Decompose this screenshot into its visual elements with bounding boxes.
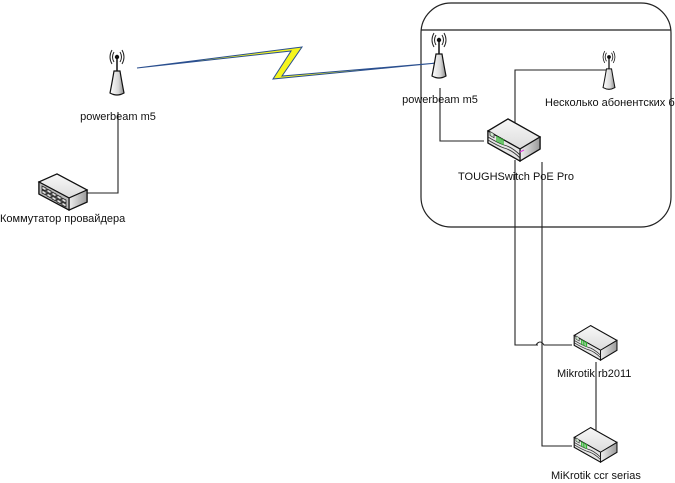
router-icon [573, 427, 618, 463]
link-antenna-toughswitch [439, 88, 484, 142]
node-label: Mikrotik rb2011 [557, 368, 631, 380]
antenna-icon [109, 49, 125, 96]
wireless-link [136, 46, 438, 80]
node-mikrotik-ccr[interactable]: MiKrotik ccr serias [551, 427, 641, 482]
node-label: Несколько абонентских бс [545, 97, 675, 109]
switch-icon [38, 173, 88, 211]
node-mikrotik-rb2011[interactable]: Mikrotik rb2011 [557, 325, 631, 380]
router-icon [573, 325, 618, 361]
link-rb2011-hop [515, 341, 572, 346]
accent-port [519, 149, 525, 153]
lightning-bolt [136, 46, 438, 80]
node-right-antenna[interactable]: powerbeam m5 [402, 32, 478, 106]
node-provider-switch[interactable]: Коммутатор провайдера [0, 173, 126, 225]
node-label: TOUGHSwitch PoE Pro [458, 171, 574, 183]
node-left-antenna[interactable]: powerbeam m5 [80, 49, 156, 123]
node-label: Коммутатор провайдера [0, 213, 126, 225]
node-toughswitch[interactable]: TOUGHSwitch PoE Pro [458, 118, 574, 183]
link-antenna-provider-switch [82, 112, 119, 194]
node-label: powerbeam m5 [80, 111, 156, 123]
wired-links [82, 69, 606, 447]
link-toughswitch-ccr [541, 162, 572, 447]
node-label: MiKrotik ccr serias [551, 470, 641, 482]
link-toughswitch-subscriber-bs [514, 69, 606, 126]
node-label: powerbeam m5 [402, 94, 478, 106]
site-container [420, 2, 672, 228]
node-subscriber-bs[interactable]: Несколько абонентских бс [545, 50, 675, 109]
